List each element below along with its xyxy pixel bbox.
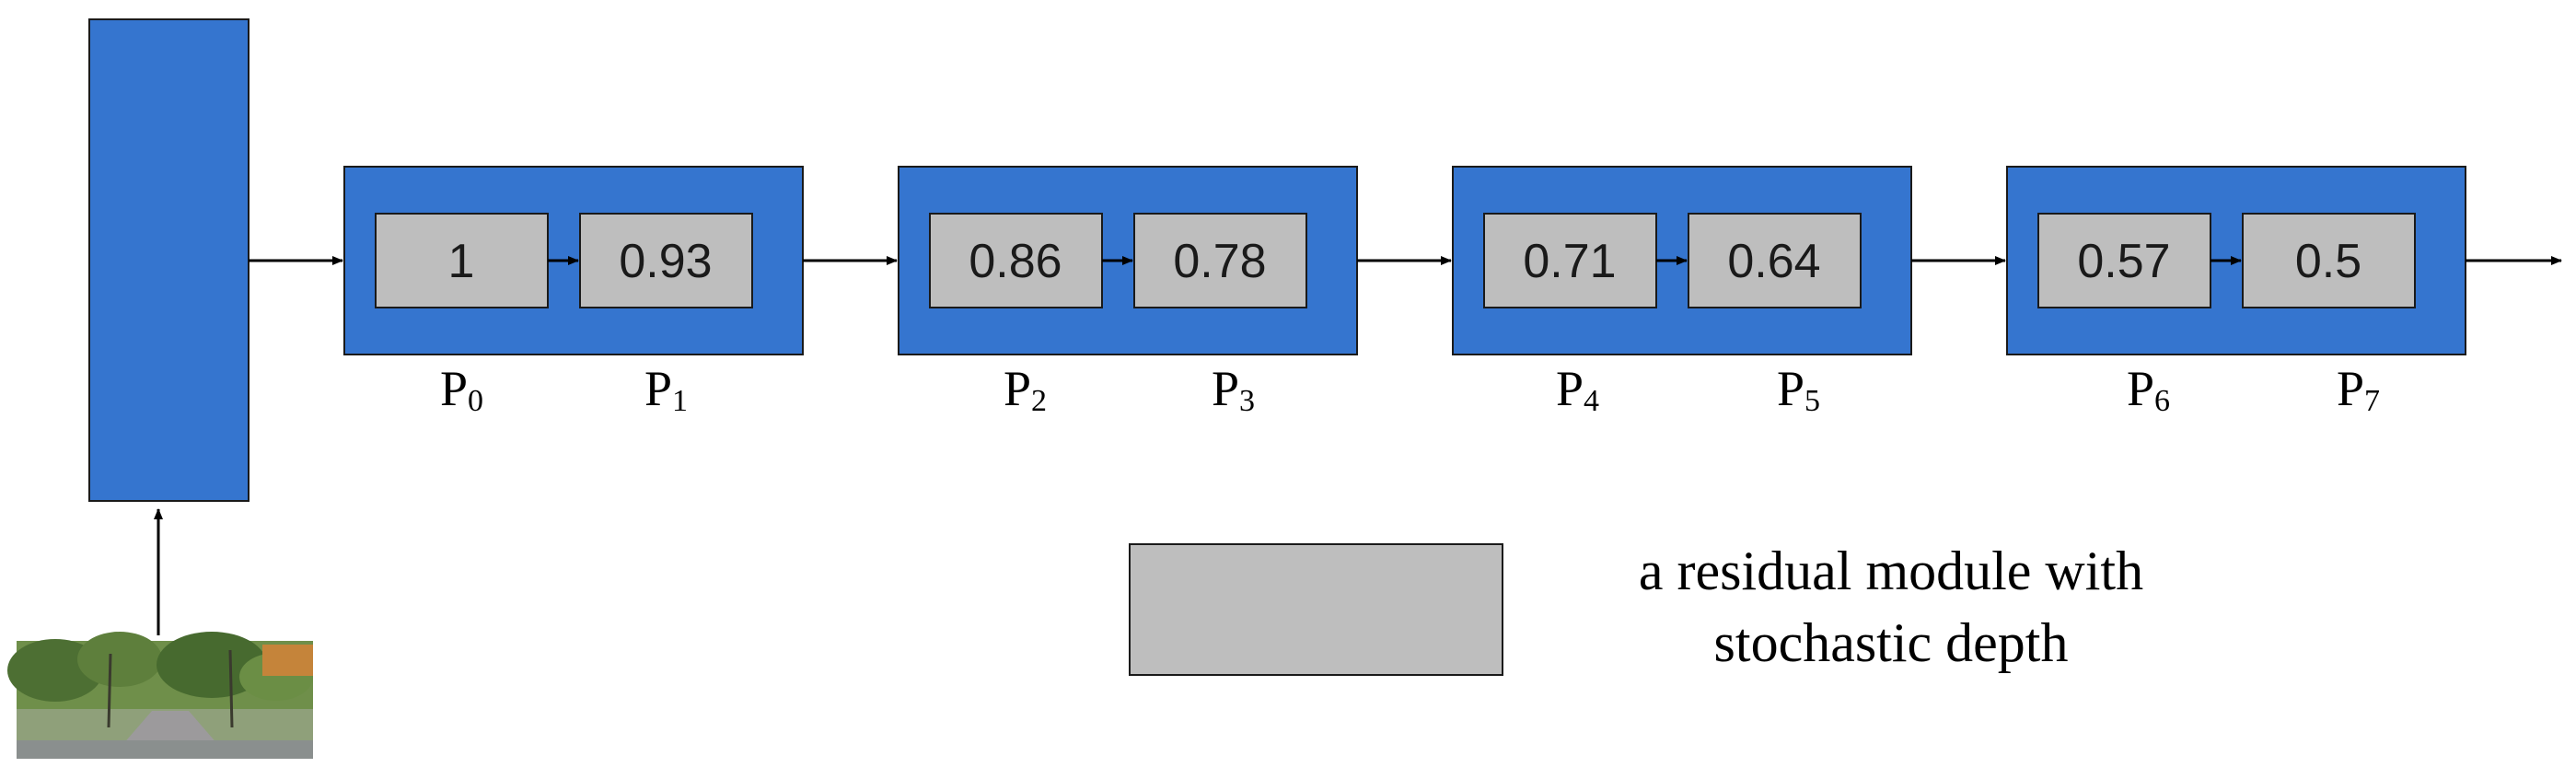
legend-label-line-2: stochastic depth (1714, 612, 2069, 673)
survival-prob-value: 0.71 (1523, 235, 1616, 288)
survival-prob-value: 0.86 (969, 235, 1062, 288)
residual-module-4 (1133, 213, 1307, 308)
p-label-3: P3 (1212, 361, 1255, 418)
survival-prob-value: 1 (448, 235, 475, 288)
survival-prob-value: 0.78 (1173, 235, 1266, 288)
p-label-4: P4 (1556, 361, 1599, 418)
p-label-0: P0 (440, 361, 483, 418)
p-label-6: P6 (2127, 361, 2170, 418)
stem-block (88, 18, 249, 502)
p-label-7: P7 (2337, 361, 2380, 418)
residual-module-1 (375, 213, 549, 308)
survival-prob-value: 0.5 (2295, 235, 2361, 288)
survival-prob-value: 0.93 (619, 235, 712, 288)
p-label-2: P2 (1004, 361, 1047, 418)
residual-module-2 (579, 213, 753, 308)
survival-prob-value: 0.64 (1727, 235, 1820, 288)
input-street-image (7, 632, 313, 759)
residual-module-6 (1688, 213, 1862, 308)
residual-module-7 (2037, 213, 2211, 308)
residual-module-3 (929, 213, 1103, 308)
p-label-1: P1 (644, 361, 688, 418)
legend-swatch (1129, 543, 1503, 676)
survival-prob-value: 0.57 (2077, 235, 2170, 288)
legend-label-line-1: a residual module with (1639, 541, 2143, 601)
residual-module-8 (2242, 213, 2416, 308)
residual-module-5 (1483, 213, 1657, 308)
p-label-5: P5 (1777, 361, 1820, 418)
